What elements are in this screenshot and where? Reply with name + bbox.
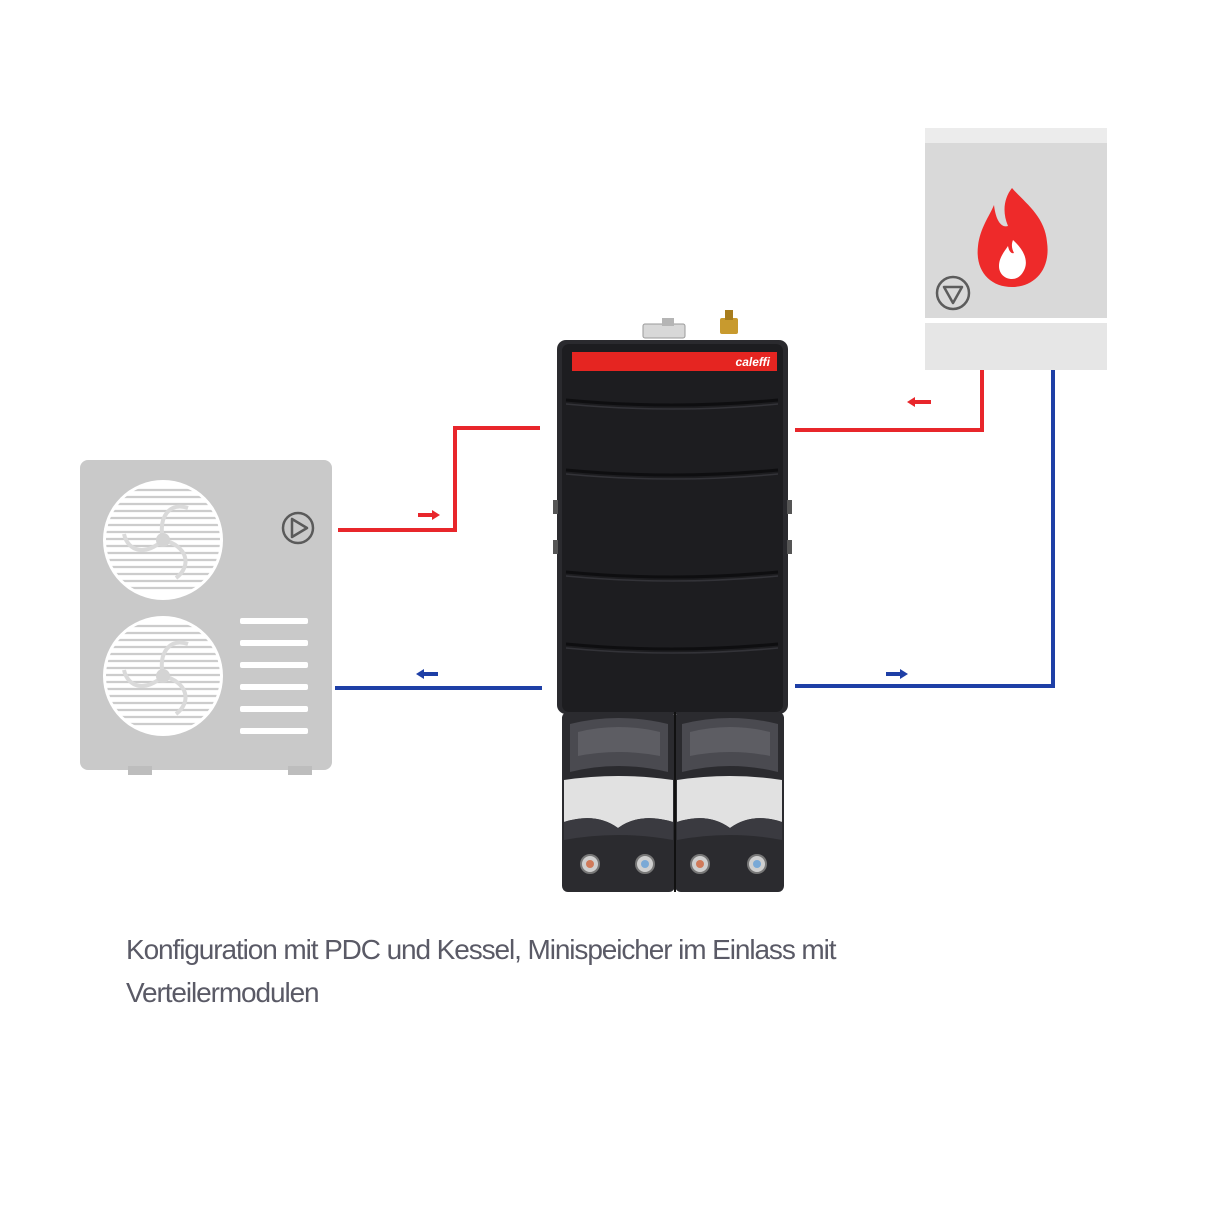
- vent-grille: [240, 618, 308, 734]
- air-vent-fitting: [720, 310, 738, 334]
- brand-logo: caleffi: [736, 355, 771, 369]
- pump-icon: [281, 511, 315, 545]
- pipes: [335, 370, 1055, 690]
- pump-icon: [935, 275, 971, 311]
- arrow-icon: [907, 397, 931, 407]
- sensor-fitting: [642, 318, 686, 339]
- storage-tank: caleffi: [553, 310, 792, 714]
- return-pipe-boiler: [795, 370, 1055, 688]
- supply-pipe-heatpump: [338, 426, 540, 532]
- arrow-icon: [418, 510, 440, 520]
- heat-pump-unit: [80, 460, 332, 775]
- diagram-caption: Konfiguration mit PDC und Kessel, Minisp…: [126, 934, 837, 1008]
- arrow-icon: [416, 669, 438, 679]
- flame-icon: [977, 188, 1048, 287]
- distribution-module-left: [562, 712, 675, 892]
- fan-icon: [103, 616, 223, 736]
- supply-pipe-boiler: [795, 370, 984, 432]
- distribution-module-right: [674, 712, 784, 892]
- boiler-unit: [925, 128, 1107, 370]
- arrow-icon: [886, 669, 908, 679]
